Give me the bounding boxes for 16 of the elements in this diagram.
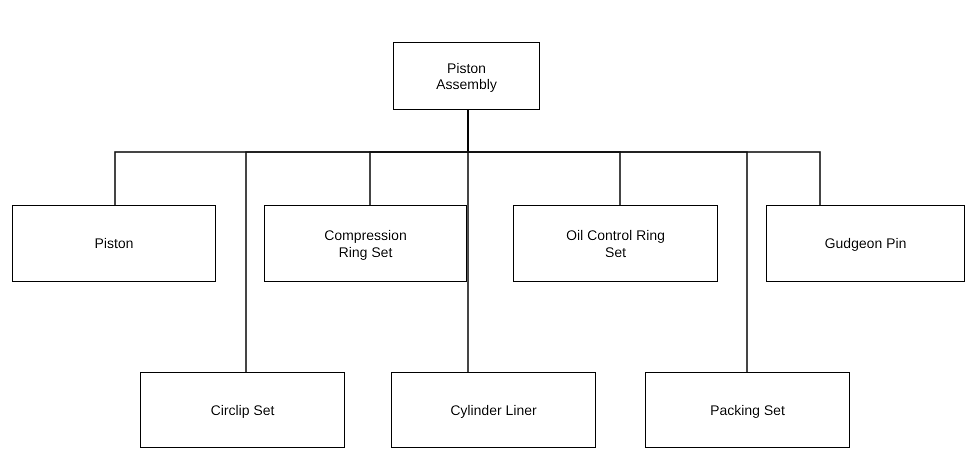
component-box (766, 205, 965, 282)
component-box (513, 205, 718, 282)
component-box (140, 372, 345, 448)
component-label: Packing Set (710, 402, 785, 418)
component-box (264, 205, 467, 282)
component-label: Gudgeon Pin (824, 235, 906, 252)
component-label: Piston Assembly (435, 60, 498, 92)
component-box (391, 372, 596, 448)
component-box (393, 42, 540, 110)
component-box (645, 372, 850, 448)
component-label: Circlip Set (210, 402, 274, 418)
component-label: Oil Control Ring Set (565, 227, 666, 260)
component-label: Piston (94, 235, 134, 252)
component-label: Compression Ring Set (323, 227, 408, 260)
component-box (12, 205, 216, 282)
component-label: Cylinder Liner (450, 402, 537, 418)
